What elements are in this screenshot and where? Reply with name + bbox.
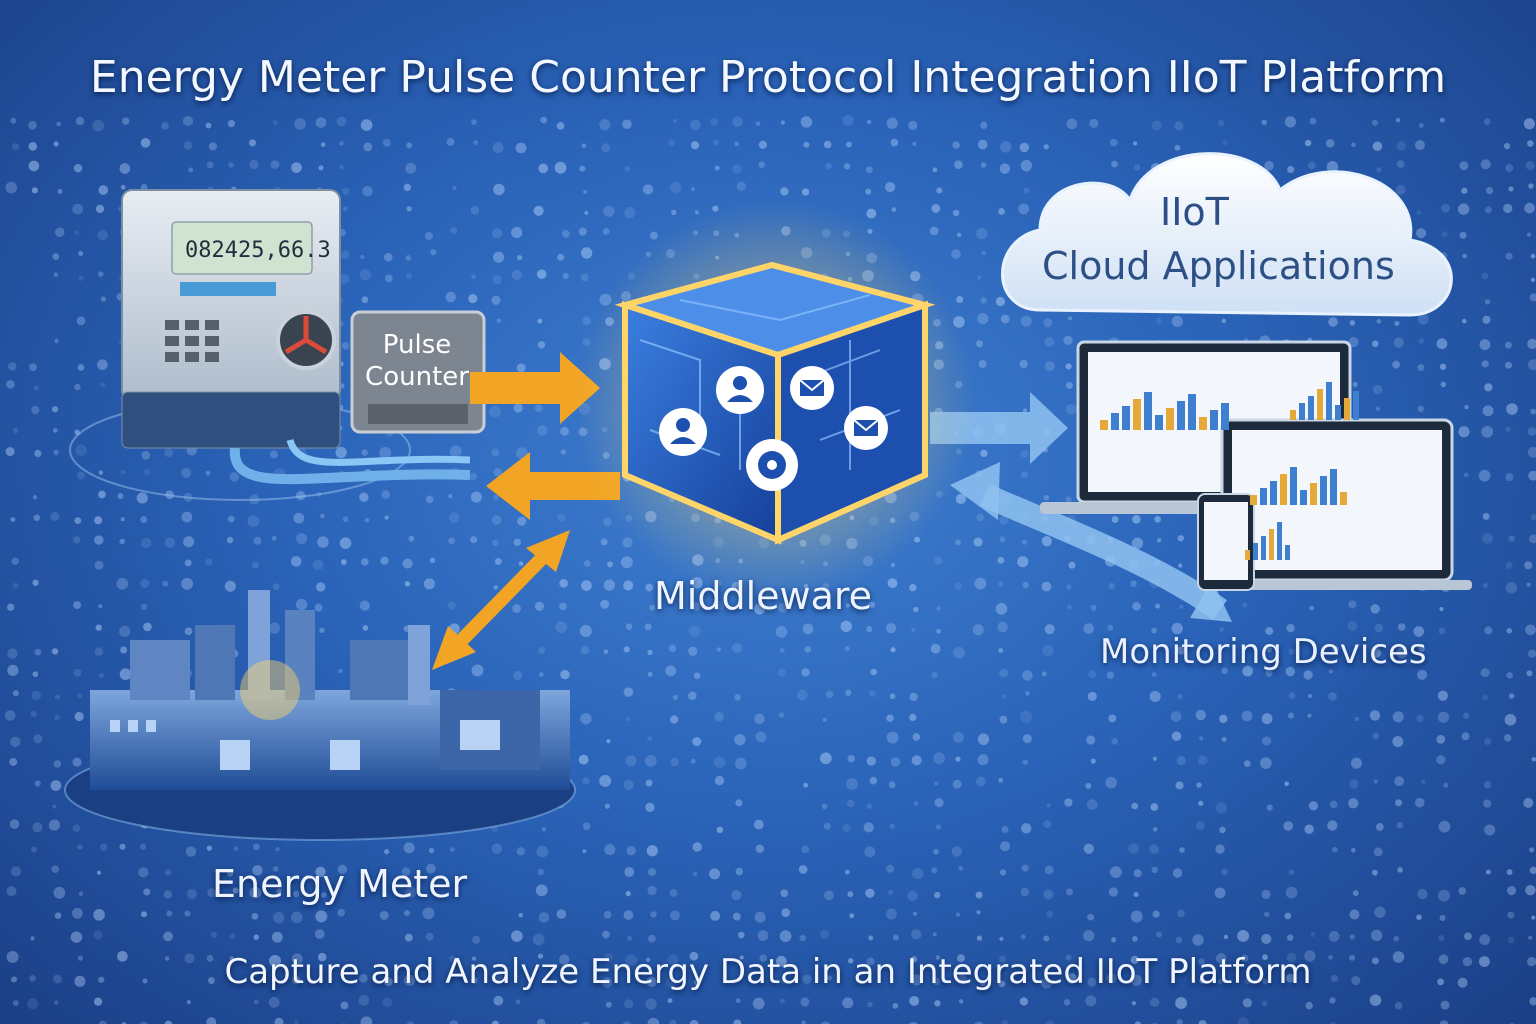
dashboard-bar bbox=[1277, 522, 1282, 560]
dashboard-charts bbox=[1100, 382, 1359, 560]
factory-industrial-site bbox=[64, 590, 576, 841]
dashboard-bar bbox=[1111, 413, 1119, 430]
dashboard-bar bbox=[1270, 481, 1277, 505]
dashboard-bar bbox=[1260, 488, 1267, 505]
dashboard-bar bbox=[1290, 467, 1297, 505]
meter-readout: 082425,66.3 bbox=[185, 238, 331, 263]
user-icon bbox=[659, 408, 707, 456]
dashboard-bar bbox=[1308, 396, 1314, 420]
dashboard-bar bbox=[1285, 545, 1290, 560]
dashboard-bar bbox=[1320, 476, 1327, 505]
dashboard-bar bbox=[1310, 483, 1317, 505]
hub-icon bbox=[746, 439, 798, 491]
dashboard-bar bbox=[1221, 403, 1229, 430]
cloud-shape bbox=[1001, 152, 1453, 317]
dashboard-bar bbox=[1188, 394, 1196, 430]
dashboard-bar bbox=[1335, 405, 1341, 420]
pulse-counter-label-line1: Pulse bbox=[382, 330, 452, 360]
dashboard-bar bbox=[1144, 392, 1152, 430]
monitoring-devices bbox=[1040, 340, 1472, 591]
cloud-label-line1: IIoT bbox=[1160, 190, 1229, 234]
cloud-label-line2: Cloud Applications bbox=[1042, 244, 1395, 288]
arrow-middleware-to-meter bbox=[486, 452, 620, 520]
arrow-middleware-factory-bidirectional bbox=[432, 530, 570, 670]
page-title: Energy Meter Pulse Counter Protocol Inte… bbox=[89, 52, 1447, 103]
energy-meter-device bbox=[69, 189, 471, 501]
dashboard-bar bbox=[1280, 474, 1287, 505]
mail-icon bbox=[790, 366, 834, 410]
dashboard-bar bbox=[1300, 490, 1307, 505]
dashboard-bar bbox=[1261, 536, 1266, 560]
dashboard-bar bbox=[1326, 382, 1332, 420]
dashboard-bar bbox=[1245, 550, 1250, 560]
middleware-cube bbox=[575, 200, 975, 600]
dashboard-bar bbox=[1166, 408, 1174, 430]
middleware-label: Middleware bbox=[654, 574, 873, 618]
pulse-counter-label-line2: Counter bbox=[365, 362, 469, 392]
dashboard-bar bbox=[1210, 410, 1218, 430]
dashboard-bar bbox=[1177, 401, 1185, 430]
dashboard-bar bbox=[1344, 398, 1350, 420]
arrow-middleware-to-devices bbox=[930, 392, 1068, 464]
dashboard-bar bbox=[1253, 543, 1258, 560]
dashboard-bar bbox=[1330, 469, 1337, 505]
dashboard-bar bbox=[1299, 403, 1305, 420]
dashboard-bar bbox=[1155, 415, 1163, 430]
footer-caption: Capture and Analyze Energy Data in an In… bbox=[224, 952, 1312, 992]
dashboard-bar bbox=[1133, 399, 1141, 430]
dashboard-bar bbox=[1353, 391, 1359, 420]
monitoring-devices-label: Monitoring Devices bbox=[1100, 632, 1427, 672]
dashboard-bar bbox=[1250, 495, 1257, 505]
arrow-devices-to-middleware bbox=[950, 462, 1232, 622]
dashboard-bar bbox=[1340, 492, 1347, 505]
dashboard-bar bbox=[1269, 529, 1274, 560]
dashboard-bar bbox=[1290, 410, 1296, 420]
energy-meter-label: Energy Meter bbox=[212, 862, 468, 906]
phone bbox=[1197, 493, 1255, 591]
user-icon bbox=[716, 366, 764, 414]
mail-icon bbox=[844, 406, 888, 450]
arrow-pulse-to-middleware bbox=[470, 352, 600, 424]
pulse-counter-box bbox=[350, 310, 486, 434]
dashboard-bar bbox=[1317, 389, 1323, 420]
dashboard-bar bbox=[1122, 406, 1130, 430]
dashboard-bar bbox=[1100, 420, 1108, 430]
dashboard-bar bbox=[1199, 417, 1207, 430]
